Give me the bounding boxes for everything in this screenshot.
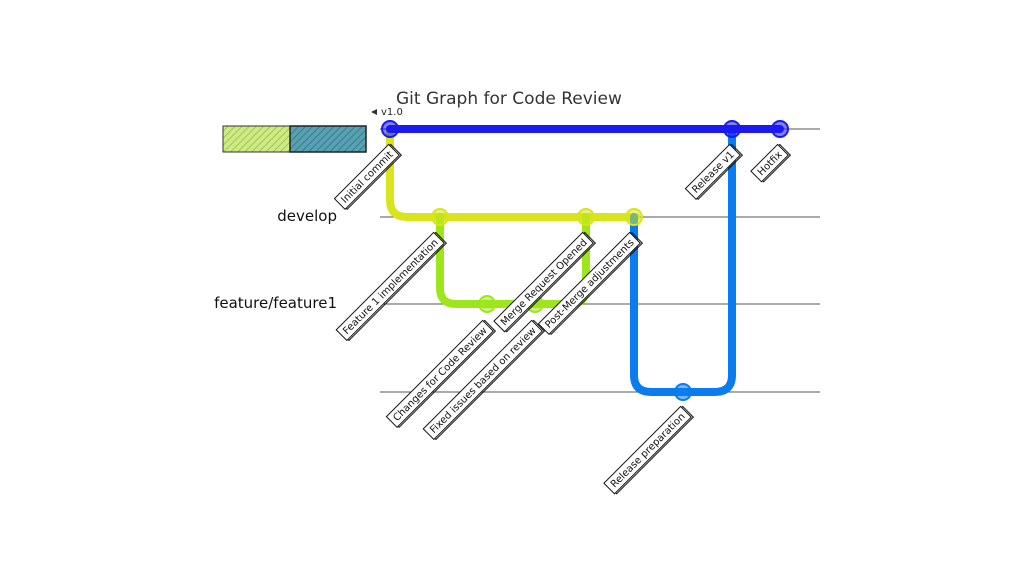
commit-label-hotfix: Hotfix bbox=[750, 143, 792, 183]
commit-label-text: Post-Merge adjustments bbox=[543, 237, 636, 330]
commit-label-box bbox=[422, 319, 543, 441]
commit-dot-release-prep[interactable] bbox=[674, 383, 692, 401]
tag-arrow-icon bbox=[371, 109, 377, 115]
commit-dot-mr-opened[interactable] bbox=[577, 208, 595, 226]
commit-label-text: Release preparation bbox=[609, 411, 688, 490]
commit-label-box bbox=[537, 231, 641, 336]
commit-label-box bbox=[385, 319, 494, 428]
develop-branch-path bbox=[386, 126, 640, 221]
main-branch-label-box bbox=[222, 125, 367, 153]
commit-label-text: Feature 1 implementation bbox=[341, 237, 441, 337]
commit-label-box bbox=[333, 143, 400, 210]
commit-label-text: Merge Request Opened bbox=[499, 237, 590, 328]
commit-dot-post-merge[interactable] bbox=[625, 208, 643, 226]
commit-dot-initial[interactable] bbox=[381, 120, 399, 138]
diagram-title: Git Graph for Code Review bbox=[396, 89, 622, 109]
commit-label-release-prep: Release preparation bbox=[603, 405, 695, 495]
commit-label-box bbox=[684, 143, 741, 200]
commit-dot-release-v1[interactable] bbox=[723, 120, 741, 138]
tag-label: v1.0 bbox=[381, 107, 403, 118]
commit-label-text: Fixed issues based on review bbox=[428, 325, 538, 435]
tag-v1: v1.0 bbox=[371, 107, 403, 118]
commit-label-post-merge: Post-Merge adjustments bbox=[537, 231, 644, 336]
commit-dot-changes[interactable] bbox=[478, 295, 496, 313]
branch-label-feature: feature/feature1 bbox=[214, 294, 337, 312]
commit-label-box bbox=[750, 143, 789, 183]
commit-label-box bbox=[603, 405, 692, 495]
commit-dot-feat-impl[interactable] bbox=[431, 208, 449, 226]
commit-label-box bbox=[335, 231, 445, 342]
commit-dot-hotfix[interactable] bbox=[771, 120, 789, 138]
branch-label-develop: develop bbox=[277, 207, 337, 225]
commit-label-text: Changes for Code Review bbox=[391, 325, 489, 423]
commit-label-feat-impl: Feature 1 implementation bbox=[335, 231, 448, 342]
commit-label-box bbox=[493, 231, 594, 333]
